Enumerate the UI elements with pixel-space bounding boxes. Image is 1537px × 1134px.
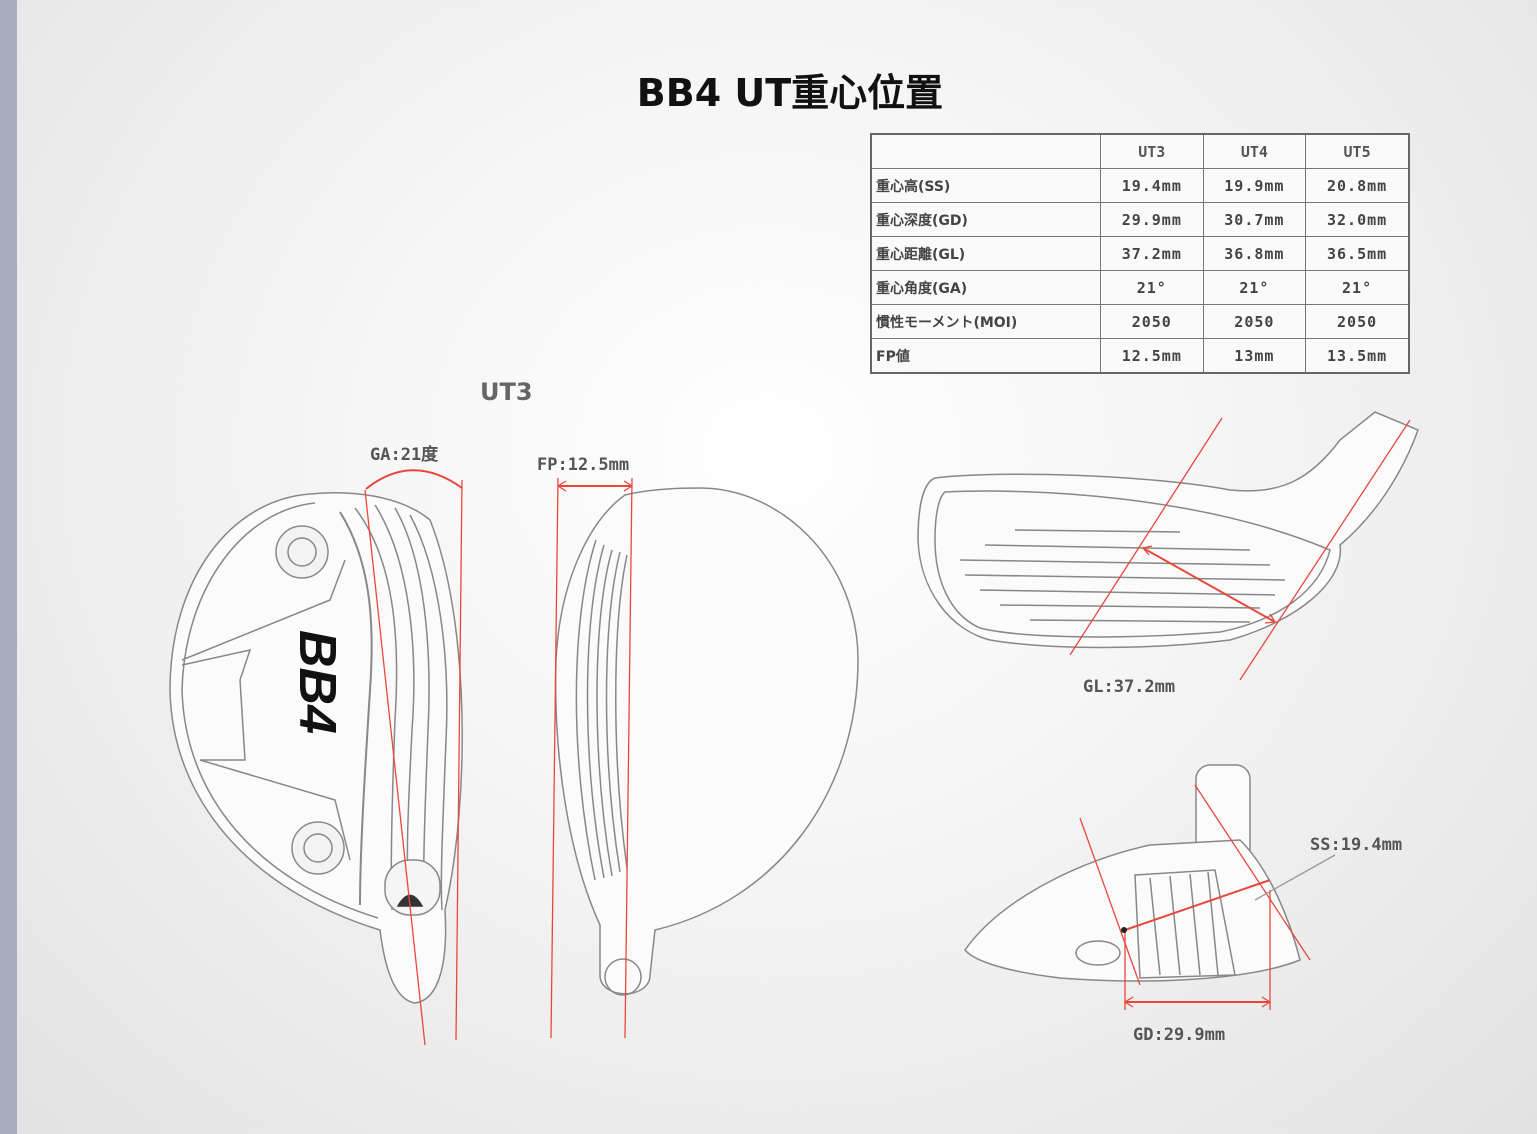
gl-view-drawing (917, 411, 1419, 649)
cell-value: 29.9mm (1100, 202, 1204, 237)
gl-measure (1069, 417, 1411, 681)
row-label: 重心角度(GA) (870, 270, 1101, 305)
page-title: BB4 UT重心位置 (636, 71, 944, 115)
ga-measure (364, 469, 463, 1046)
left-sidebar-strip (0, 0, 17, 1134)
cell-value: 19.9mm (1202, 168, 1307, 203)
cg-point-marker (1121, 927, 1127, 933)
face-view-drawing (554, 487, 859, 996)
cell-value: 20.8mm (1305, 168, 1410, 203)
table-row: FP値 12.5mm 13mm 13.5mm (870, 338, 1410, 374)
cell-value: 21° (1305, 270, 1410, 305)
cell-value: 32.0mm (1305, 202, 1410, 237)
gd-label: GD:29.9mm (1133, 1025, 1226, 1045)
cell-value: 2050 (1202, 304, 1307, 339)
cell-value: 21° (1202, 270, 1307, 305)
row-label: 重心距離(GL) (870, 236, 1101, 271)
section-label-ut3: UT3 (480, 378, 533, 406)
toe-view-drawing (964, 764, 1301, 982)
gl-label: GL:37.2mm (1083, 677, 1176, 697)
table-row: 重心高(SS) 19.4mm 19.9mm 20.8mm (870, 168, 1410, 203)
spec-table: UT3 UT4 UT5 重心高(SS) 19.4mm 19.9mm 20.8mm… (870, 133, 1410, 374)
sole-view-drawing (169, 492, 463, 1004)
sole-logo: BB4 (288, 630, 346, 734)
table-row: 重心深度(GD) 29.9mm 30.7mm 32.0mm (870, 202, 1410, 237)
table-row: 重心角度(GA) 21° 21° 21° (870, 270, 1410, 305)
cell-value: 21° (1100, 270, 1204, 305)
ga-label: GA:21度 (370, 445, 439, 465)
cell-value: 37.2mm (1100, 236, 1204, 271)
row-label: 慣性モーメント(MOI) (870, 304, 1101, 339)
table-header-row: UT3 UT4 UT5 (870, 133, 1410, 169)
table-row: 慣性モーメント(MOI) 2050 2050 2050 (870, 304, 1410, 339)
cell-value: 13mm (1202, 338, 1307, 374)
table-row: 重心距離(GL) 37.2mm 36.8mm 36.5mm (870, 236, 1410, 271)
cell-value: 12.5mm (1100, 338, 1204, 374)
cell-value: 13.5mm (1305, 338, 1410, 374)
ss-gd-measure (1079, 784, 1336, 1010)
fp-measure (550, 477, 634, 1039)
fp-label: FP:12.5mm (537, 455, 630, 475)
ss-label: SS:19.4mm (1310, 835, 1403, 855)
cell-value: 2050 (1305, 304, 1410, 339)
row-label: FP値 (870, 338, 1101, 374)
